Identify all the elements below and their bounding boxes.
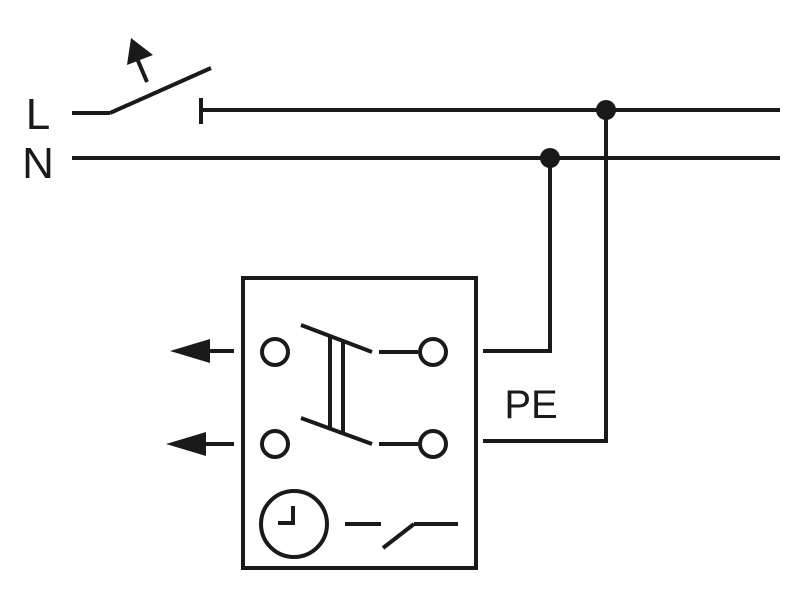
terminal-top-left <box>260 337 290 367</box>
neutral-label: N <box>22 139 54 188</box>
device-box <box>241 276 478 570</box>
terminal-top-right <box>418 337 448 367</box>
line-label: L <box>26 90 50 139</box>
mechanical-linkage <box>328 337 345 433</box>
contact-top-blade <box>300 323 373 354</box>
line-feed-wire <box>483 110 608 443</box>
neutral-feed-wire <box>483 158 552 353</box>
contact-bottom-blade <box>300 416 373 446</box>
pe-label: PE <box>504 383 557 427</box>
manual-switch-icon <box>109 38 212 115</box>
line-conductor <box>72 98 780 124</box>
clock-icon <box>259 489 329 559</box>
left-arrow-icon <box>170 339 234 363</box>
left-arrow-icon <box>166 432 234 456</box>
terminal-bottom-right <box>418 429 448 459</box>
time-delay-contact-icon <box>381 522 458 550</box>
terminal-bottom-left <box>260 429 290 459</box>
